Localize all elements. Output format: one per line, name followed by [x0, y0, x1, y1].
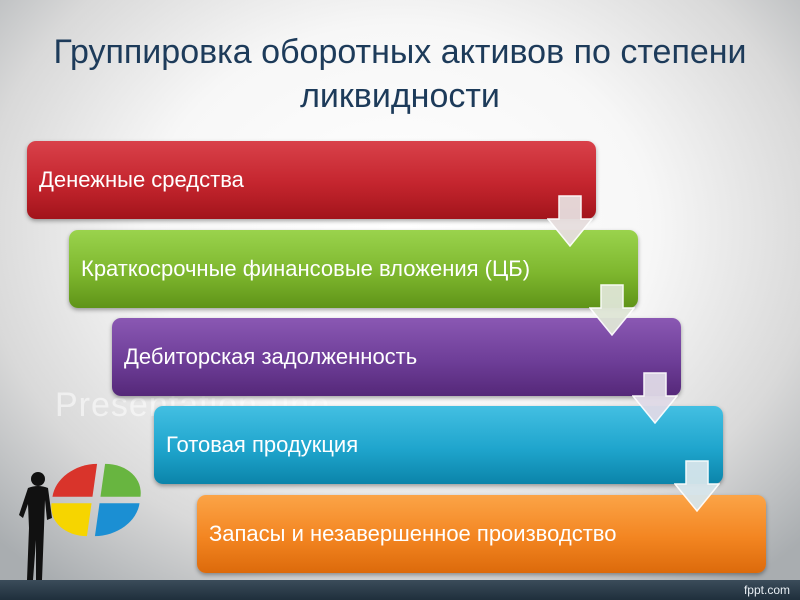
arrow-down-icon [547, 195, 593, 247]
step-finished-goods: Готовая продукция [154, 406, 723, 484]
arrow-down-icon [674, 460, 720, 512]
arrow-down-icon [589, 284, 635, 336]
slide-title: Группировка оборотных активов по степени… [53, 33, 747, 115]
footer-brand: fppt.com [743, 583, 790, 597]
arrow-down-icon [632, 372, 678, 424]
step-cash: Денежные средства [27, 141, 596, 219]
floor-band [0, 580, 800, 600]
silhouette-person-icon [19, 472, 52, 580]
step-receivables: Дебиторская задолженность [112, 318, 681, 396]
colored-wheel-logo-icon [51, 463, 141, 537]
step-short-term-investments: Краткосрочные финансовые вложения (ЦБ) [69, 230, 638, 308]
step-inventory-wip: Запасы и незавершенное производство [197, 495, 766, 573]
